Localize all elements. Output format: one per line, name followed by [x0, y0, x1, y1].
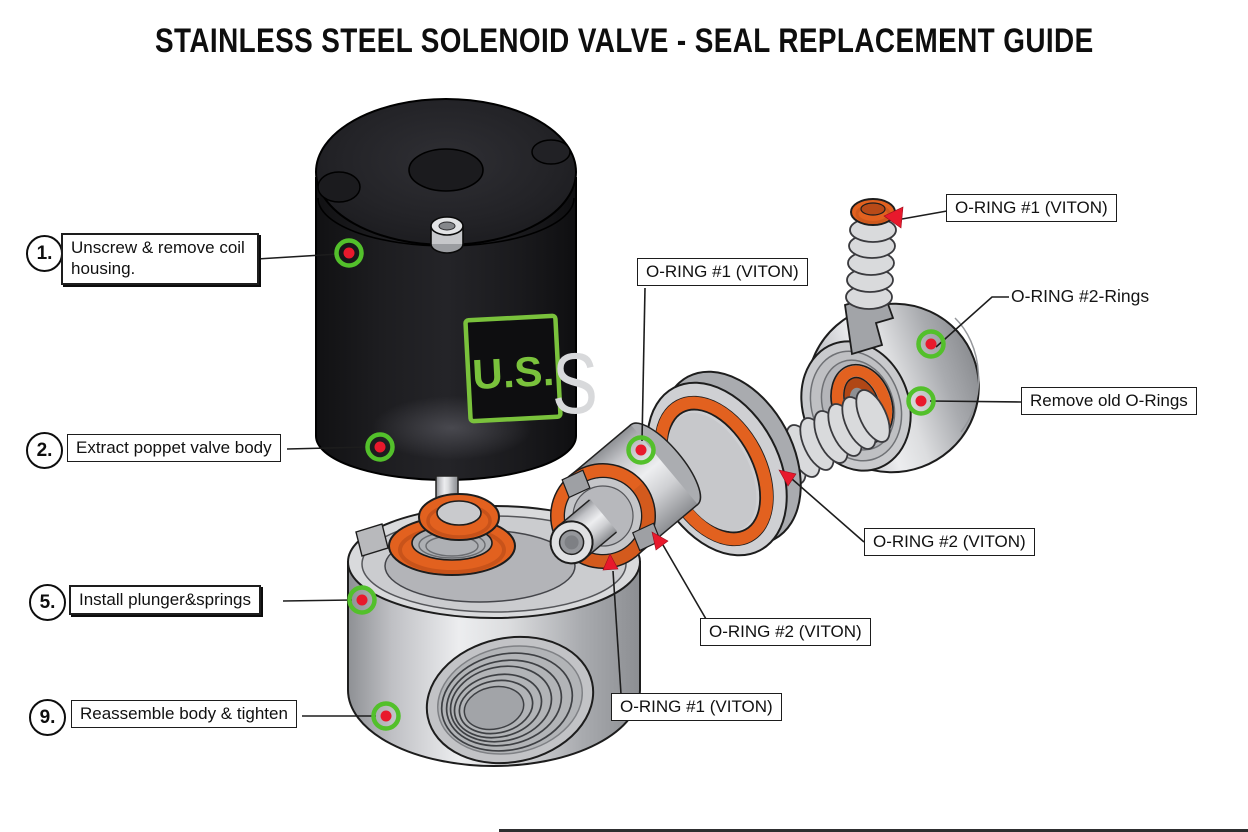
callout-oring1-lower: O-RING #1 (VITON) [611, 693, 782, 722]
housing-screw [430, 216, 464, 254]
brand-logo-text: U.S. [471, 347, 555, 398]
threaded-port [425, 635, 595, 765]
brand-partial-letter: S [552, 336, 598, 432]
callout-oring2-rings: O-RING #2-Rings [1011, 286, 1150, 306]
step-5-number: 5. [29, 584, 66, 621]
arrow-disc-oring [778, 469, 797, 487]
arrow-pointers [602, 206, 904, 571]
callout-markers [334, 238, 946, 731]
step-1-label: Unscrew & remove coil housing. [61, 233, 259, 285]
marker-poppet [626, 435, 656, 465]
marker-body-lower [371, 701, 401, 731]
callout-oring1-mid: O-RING #1 (VITON) [637, 258, 808, 287]
poppet-slot-upper [561, 469, 591, 499]
callout-oring2-lower: O-RING #2 (VITON) [700, 618, 871, 647]
marker-body-upper [347, 585, 377, 615]
callout-oring2-mid: O-RING #2 (VITON) [864, 528, 1035, 557]
leader-lines [256, 210, 1022, 717]
arrow-top-oring [883, 206, 904, 229]
brand-logo: U.S. [463, 313, 563, 424]
step-9-number: 9. [29, 699, 66, 736]
poppet-nose-tube [549, 499, 618, 565]
arrow-poppet-oring2 [651, 531, 669, 551]
step-5-label: Install plunger&springs [69, 585, 261, 616]
rim-notch-left [317, 171, 361, 203]
rim-notch-right [531, 139, 571, 165]
oring-1-on-stem [418, 493, 500, 541]
bottom-edge-strip [499, 829, 1248, 832]
step-2-number: 2. [26, 432, 63, 469]
oring-1-on-spring [850, 198, 896, 226]
callout-remove-old-orings: Remove old O-Rings [1021, 387, 1197, 416]
marker-housing-lower [365, 432, 395, 462]
marker-cap-upper [916, 329, 946, 359]
step-1-number: 1. [26, 235, 63, 272]
body-slot-left [355, 523, 389, 557]
page-title-text: STAINLESS STEEL SOLENOID VALVE - SEAL RE… [154, 22, 1094, 60]
callout-oring1-top: O-RING #1 (VITON) [946, 194, 1117, 223]
page-title: STAINLESS STEEL SOLENOID VALVE - SEAL RE… [0, 22, 1248, 61]
marker-coil-housing [334, 238, 364, 268]
poppet-valve-body [549, 422, 702, 569]
return-spring-vertical [845, 217, 897, 310]
marker-cap-lower [906, 386, 936, 416]
step-9-label: Reassemble body & tighten [71, 700, 297, 729]
step-2-label: Extract poppet valve body [67, 434, 281, 463]
arrow-poppet-oring1 [602, 553, 619, 571]
coil-housing: U.S. S [315, 98, 598, 527]
